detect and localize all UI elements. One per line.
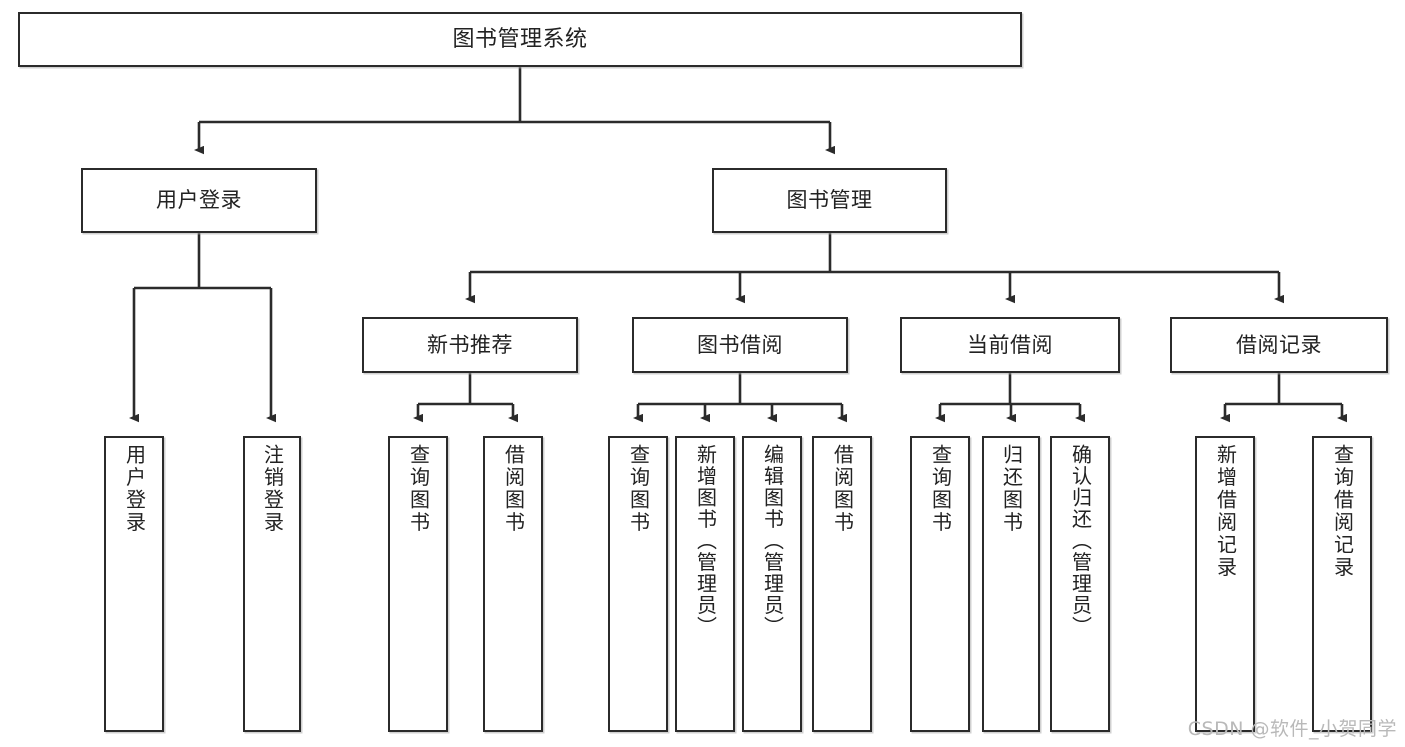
node-borrow-record[interactable]: 借阅记录: [1170, 317, 1388, 373]
leaf-borrow-book-recommend-label: 借阅图书: [501, 444, 526, 534]
node-root-label: 图书管理系统: [452, 26, 588, 52]
leaf-logout-label: 注销登录: [260, 444, 285, 534]
node-book-borrow[interactable]: 图书借阅: [632, 317, 848, 373]
leaf-query-book-current-label: 查询图书: [928, 444, 953, 534]
leaf-query-book-recommend-label: 查询图书: [406, 444, 431, 534]
leaf-borrow-book-label: 借阅图书: [830, 444, 855, 534]
node-book-manage[interactable]: 图书管理: [712, 168, 947, 233]
leaf-query-borrow-record-label: 查询借阅记录: [1330, 444, 1355, 579]
leaf-return-book-label: 归还图书: [999, 444, 1024, 534]
leaf-query-book-borrow[interactable]: 查询图书: [608, 436, 668, 732]
leaf-add-book[interactable]: 新增图书（管理员）: [675, 436, 735, 732]
leaf-user-login-label: 用户登录: [122, 444, 147, 534]
leaf-confirm-return[interactable]: 确认归还（管理员）: [1050, 436, 1110, 732]
leaf-edit-book[interactable]: 编辑图书（管理员）: [742, 436, 802, 732]
leaf-query-book-current[interactable]: 查询图书: [910, 436, 970, 732]
node-root[interactable]: 图书管理系统: [18, 12, 1022, 67]
node-user-login-label: 用户登录: [156, 188, 242, 213]
node-borrow-record-label: 借阅记录: [1236, 332, 1322, 357]
leaf-return-book[interactable]: 归还图书: [982, 436, 1040, 732]
node-current-borrow[interactable]: 当前借阅: [900, 317, 1120, 373]
leaf-query-borrow-record[interactable]: 查询借阅记录: [1312, 436, 1372, 732]
leaf-logout[interactable]: 注销登录: [243, 436, 301, 732]
watermark: CSDN @软件_小贺同学: [1187, 718, 1397, 740]
node-book-borrow-label: 图书借阅: [697, 332, 783, 357]
leaf-confirm-return-label: 确认归还（管理员）: [1068, 444, 1093, 638]
leaf-add-borrow-record-label: 新增借阅记录: [1213, 444, 1238, 579]
node-current-borrow-label: 当前借阅: [967, 332, 1053, 357]
node-user-login[interactable]: 用户登录: [81, 168, 317, 233]
leaf-add-book-label: 新增图书（管理员）: [693, 444, 718, 638]
leaf-edit-book-label: 编辑图书（管理员）: [760, 444, 785, 638]
leaf-query-book-borrow-label: 查询图书: [626, 444, 651, 534]
node-book-manage-label: 图书管理: [786, 188, 873, 213]
leaf-add-borrow-record[interactable]: 新增借阅记录: [1195, 436, 1255, 732]
leaf-borrow-book[interactable]: 借阅图书: [812, 436, 872, 732]
node-new-book-recommend-label: 新书推荐: [427, 332, 513, 357]
leaf-query-book-recommend[interactable]: 查询图书: [388, 436, 448, 732]
leaf-borrow-book-recommend[interactable]: 借阅图书: [483, 436, 543, 732]
node-new-book-recommend[interactable]: 新书推荐: [362, 317, 578, 373]
leaf-user-login[interactable]: 用户登录: [104, 436, 164, 732]
